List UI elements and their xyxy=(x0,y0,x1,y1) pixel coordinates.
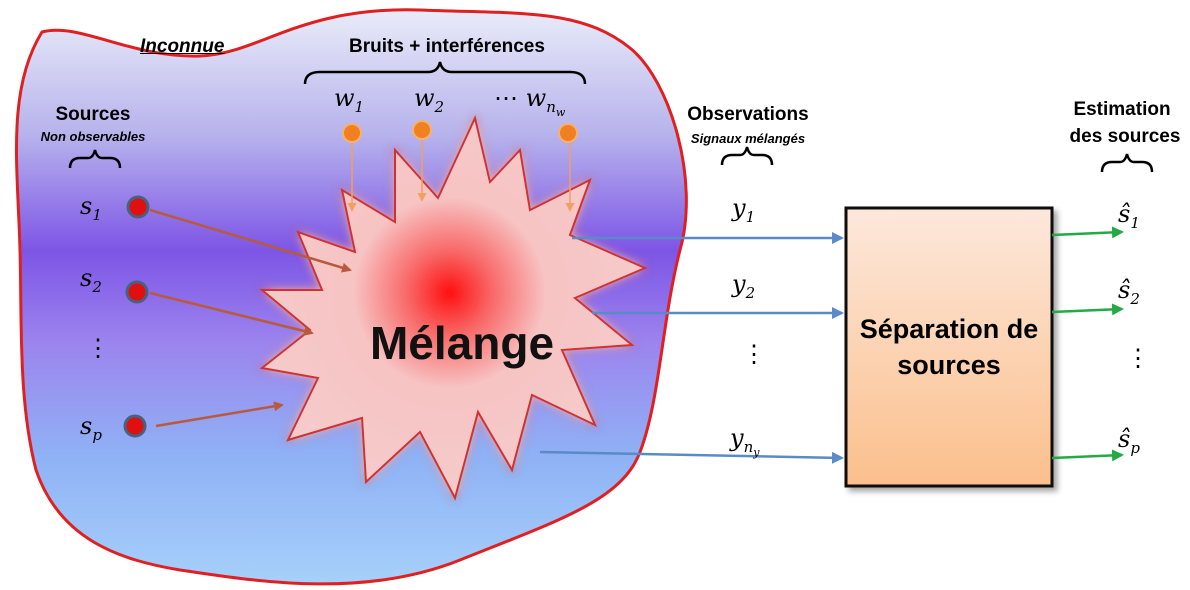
noise-w1: w1 xyxy=(334,84,365,116)
separation-box xyxy=(844,206,1054,488)
source-sp: sp xyxy=(80,412,102,444)
noise-w2: w2 xyxy=(414,84,445,116)
est-vdots: ⋮ xyxy=(1126,344,1150,372)
est-sp: ŝp xyxy=(1118,425,1140,457)
noise-wn: ⋯ wnw xyxy=(494,84,566,119)
observations-subtitle: Signaux mélangés xyxy=(690,131,806,146)
est-s1: ŝ1 xyxy=(1118,200,1140,232)
sources-title: Sources xyxy=(55,104,131,125)
source2-dot xyxy=(125,280,149,304)
source1-dot xyxy=(126,195,150,219)
estimation-title-line2: des sources xyxy=(1069,126,1181,147)
observations-title: Observations xyxy=(687,104,809,125)
estimation-title-line1: Estimation xyxy=(1073,99,1171,120)
mixing-label: Mélange xyxy=(369,317,555,369)
noise2-dot xyxy=(412,120,432,140)
observations-brace xyxy=(720,146,774,166)
est-s2: ŝ2 xyxy=(1118,276,1140,308)
noise-brace xyxy=(303,61,587,85)
est2-arrow xyxy=(1051,303,1124,316)
obs-yn: yny xyxy=(730,424,760,459)
separation-label-line2: sources xyxy=(897,350,1001,380)
est1-arrow xyxy=(1051,226,1124,239)
obs-vdots: ⋮ xyxy=(742,340,766,368)
mixing-star xyxy=(259,114,648,501)
source2-arrow xyxy=(149,291,314,336)
estp-arrow xyxy=(1051,449,1124,462)
unknown-label: Inconnue xyxy=(140,36,225,57)
obs-y2: y2 xyxy=(732,270,756,302)
separation-label: Séparation de sources xyxy=(846,208,1052,486)
source1-arrow xyxy=(149,208,352,273)
noise-title: Bruits + interférences xyxy=(349,36,545,57)
source-vdots: ⋮ xyxy=(86,334,110,362)
source-s2: s2 xyxy=(80,264,102,296)
sourcep-dot xyxy=(123,414,147,438)
obsn-arrow xyxy=(539,450,844,464)
noise-ellipsis: ⋯ xyxy=(494,84,518,112)
source-s1: s1 xyxy=(80,192,102,224)
sources-subtitle: Non observables xyxy=(40,129,146,144)
sources-brace xyxy=(68,149,122,169)
separation-label-line1: Séparation de xyxy=(859,314,1039,344)
noisen-dot xyxy=(558,123,578,143)
noise1-dot xyxy=(342,123,362,143)
obs-y1: y1 xyxy=(732,194,756,226)
estimation-brace xyxy=(1100,153,1154,173)
sourcep-arrow xyxy=(155,401,284,428)
